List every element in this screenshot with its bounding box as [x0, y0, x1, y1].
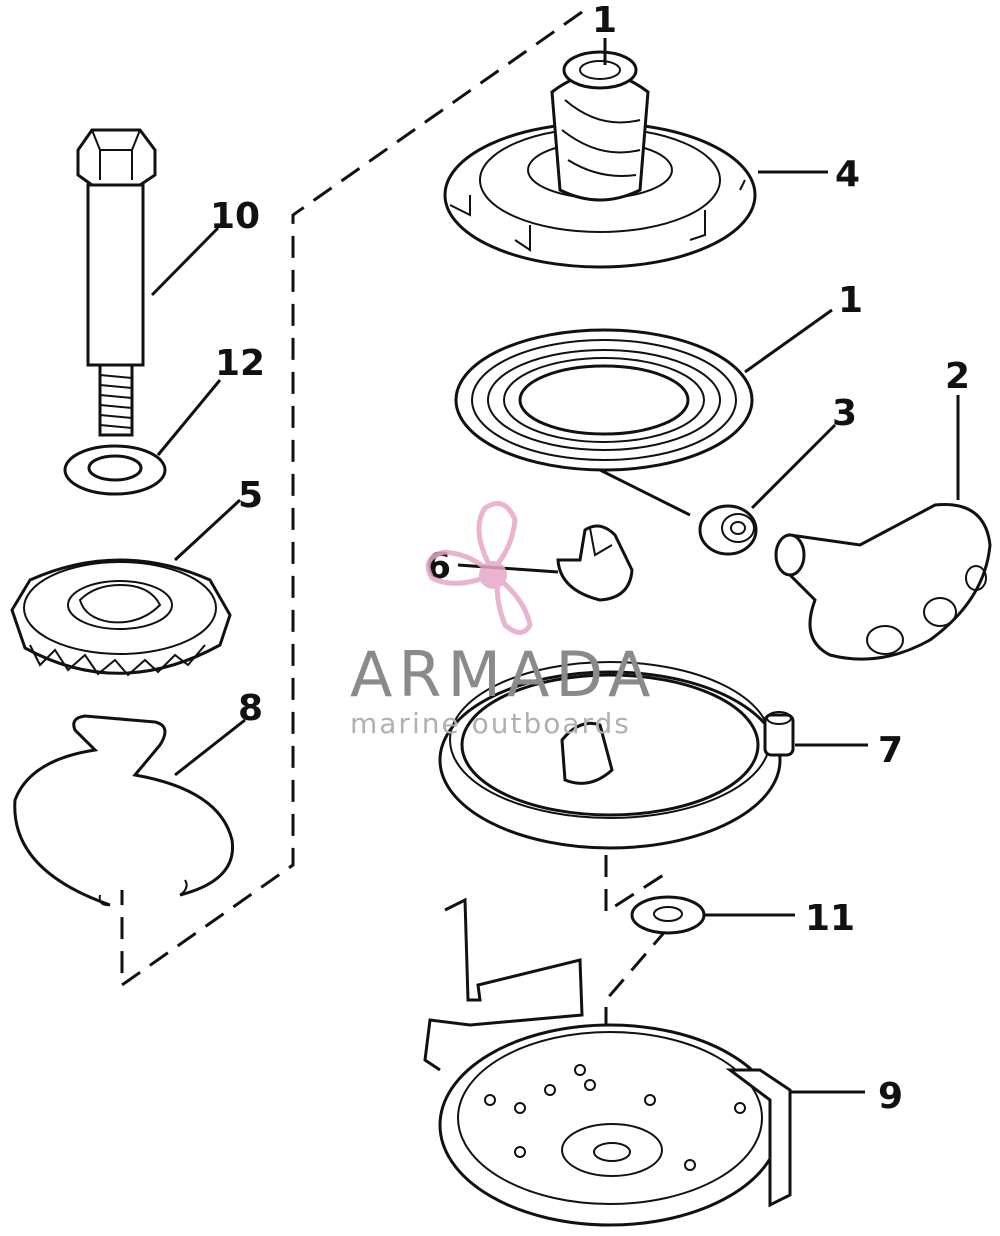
part-6-pawl	[556, 524, 634, 602]
part-2-handle	[774, 503, 992, 661]
callout-8: 8	[238, 688, 263, 729]
part-10-bolt	[76, 128, 157, 437]
part-5-gear	[10, 558, 232, 677]
callout-10: 10	[210, 196, 260, 237]
assembly-dash-lines	[120, 10, 670, 1160]
watermark: ARMADA marine outboards	[350, 501, 656, 740]
part-9-base	[423, 897, 792, 1227]
callout-7: 7	[878, 730, 903, 771]
part-7-housing	[438, 661, 795, 850]
callout-4: 4	[835, 154, 860, 195]
watermark-tagline: marine outboards	[350, 707, 631, 740]
callout-1: 1	[838, 280, 863, 321]
callout-3: 3	[832, 393, 857, 434]
propeller-icon	[425, 501, 533, 635]
leader-lines	[150, 38, 960, 1094]
callout-5: 5	[238, 475, 263, 516]
part-11-washer	[630, 895, 706, 935]
callout-12: 12	[215, 343, 265, 384]
part-8-clip	[13, 714, 235, 907]
callout-1-top: 1	[592, 0, 617, 41]
part-3-bushing	[698, 504, 758, 556]
callout-2: 2	[945, 356, 970, 397]
callout-9: 9	[878, 1076, 903, 1117]
callouts: 1 4 1 2 3 6 10 12 5 8 7 11 9	[210, 0, 970, 1117]
part-1-rewind-spring	[454, 328, 754, 517]
part-12-washer	[63, 444, 167, 496]
watermark-brand: ARMADA	[350, 638, 656, 711]
part-4-spindle	[443, 50, 757, 269]
callout-11: 11	[805, 898, 855, 939]
